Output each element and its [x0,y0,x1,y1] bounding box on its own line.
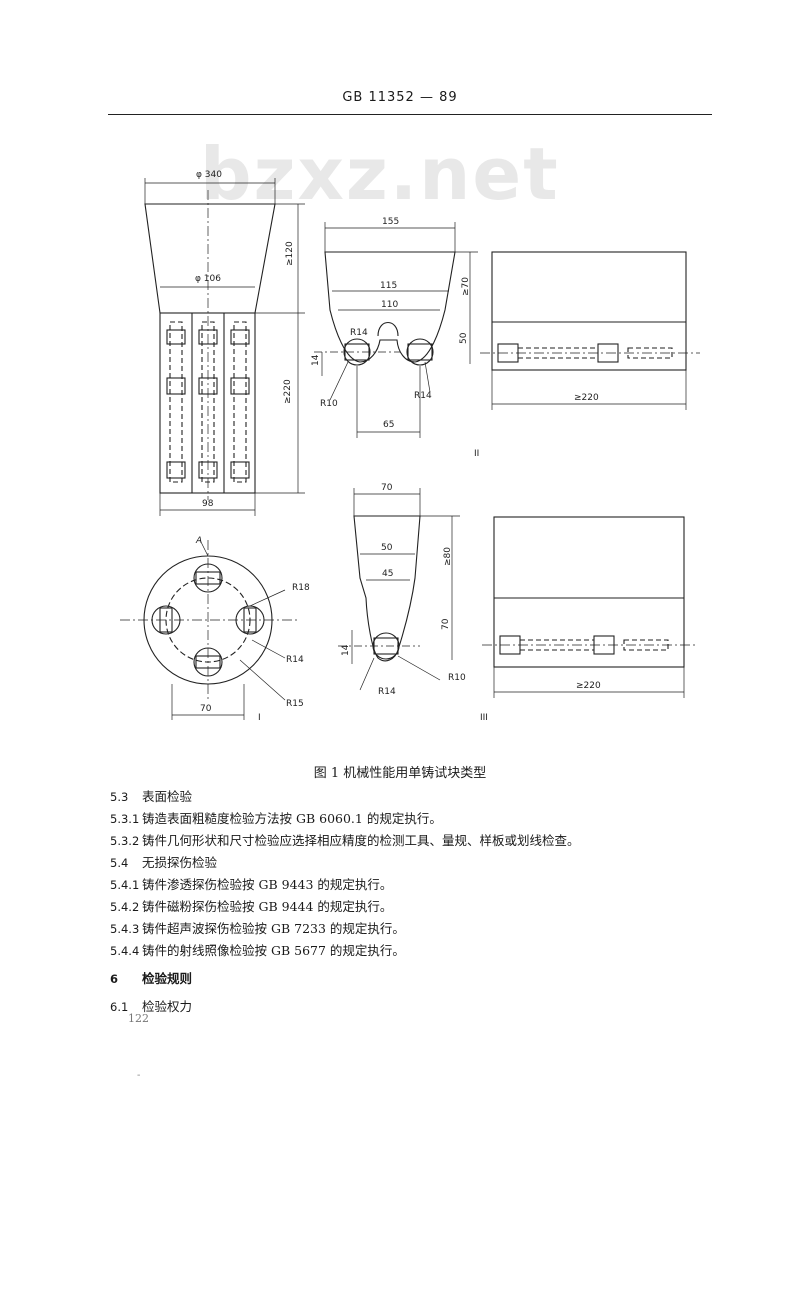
clause-6-1: 6.1 检验权力 [110,996,192,1015]
page-header: GB 11352 — 89 [342,90,458,105]
dim-h70: ≥70 [461,277,471,296]
dim-phi-mid: φ 106 [195,274,221,284]
roman-one: I [258,713,261,723]
clause-text: 铸件磁粉探伤检验按 GB 9444 的规定执行。 [142,899,393,914]
roman-three: III [480,713,488,723]
label-r14-c: R14 [378,687,396,697]
clause-number: 5.3.1 [110,812,140,826]
label-r14: R14 [286,655,304,665]
type-two-long-view [491,251,687,371]
dim-70: 70 [381,483,393,493]
clause-text: 检验权力 [142,999,193,1014]
clause-number: 5.4.1 [110,878,140,892]
clause-number: 5.4.2 [110,900,140,914]
section-title: 检验规则 [142,971,193,986]
figure-caption: 图 1 机械性能用单铸试块类型 [313,766,487,781]
clause-number: 5.3 [110,790,129,804]
clause-text: 铸件渗透探伤检验按 GB 9443 的规定执行。 [142,877,393,892]
type-three-section [353,515,421,662]
clause-5-3: 5.3 表面检验 [110,786,192,805]
clause-text: 铸件超声波探伤检验按 GB 7233 的规定执行。 [142,921,405,936]
clause-number: 5.4.3 [110,922,140,936]
clause-text: 铸造表面粗糙度检验方法按 GB 6060.1 的规定执行。 [142,811,442,826]
dim-h14: 14 [311,354,321,366]
clause-number: 5.3.2 [110,834,140,848]
watermark: bzxz.net [200,132,560,216]
clause-5-4: 5.4 无损探伤检验 [110,852,217,871]
type-three-long-view [493,516,685,668]
dim-65: 65 [383,420,394,430]
dim-50: 50 [381,543,393,553]
dim-top-height: ≥120 [285,241,295,266]
clause-number: 5.4 [110,856,129,870]
dim-115: 115 [380,281,397,291]
casting-figure: φ 340 φ 106 ≥120 ≥220 98 A R18 R14 R15 7… [120,170,700,723]
section-number: 6 [110,972,119,986]
label-r15: R15 [286,699,304,709]
clause-text: 无损探伤检验 [142,855,218,870]
clause-text: 铸件几何形状和尺寸检验应选择相应精度的检测工具、量规、样板或划线检查。 [142,833,580,848]
label-r18: R18 [292,583,310,593]
section-6-heading: 6 检验规则 [110,968,192,987]
label-r10: R10 [320,399,338,409]
funnel-outline [144,203,276,314]
dim-h80: ≥80 [443,547,453,566]
dim-45: 45 [382,569,393,579]
label-r10-b: R10 [448,673,466,683]
clause-number: 5.4.4 [110,944,140,958]
dim-h70-b: 70 [441,618,451,630]
dim-width-70: 70 [200,704,212,714]
page-number: 122 [128,1012,149,1025]
dim-phi-top: φ 340 [196,170,222,180]
clause-text: 铸件的射线照像检验按 GB 5677 的规定执行。 [142,943,405,958]
label-r14-b: R14 [414,391,432,401]
label-a: A [195,536,202,546]
dim-width-98: 98 [202,499,214,509]
dim-len-two: ≥220 [574,393,599,403]
dim-110: 110 [381,300,398,310]
label-r14-a: R14 [350,328,368,338]
header-rule [108,114,712,115]
dim-len-three: ≥220 [576,681,601,691]
dim-right-height: ≥220 [283,379,293,404]
block-body [159,312,256,494]
roman-two: II [474,449,479,459]
clause-number: 6.1 [110,1000,129,1014]
dim-h50: 50 [459,332,469,344]
clause-text: 表面检验 [142,789,193,804]
page-mark: - [137,1070,141,1081]
dim-155: 155 [382,217,399,227]
dim-h14-b: 14 [341,644,351,656]
